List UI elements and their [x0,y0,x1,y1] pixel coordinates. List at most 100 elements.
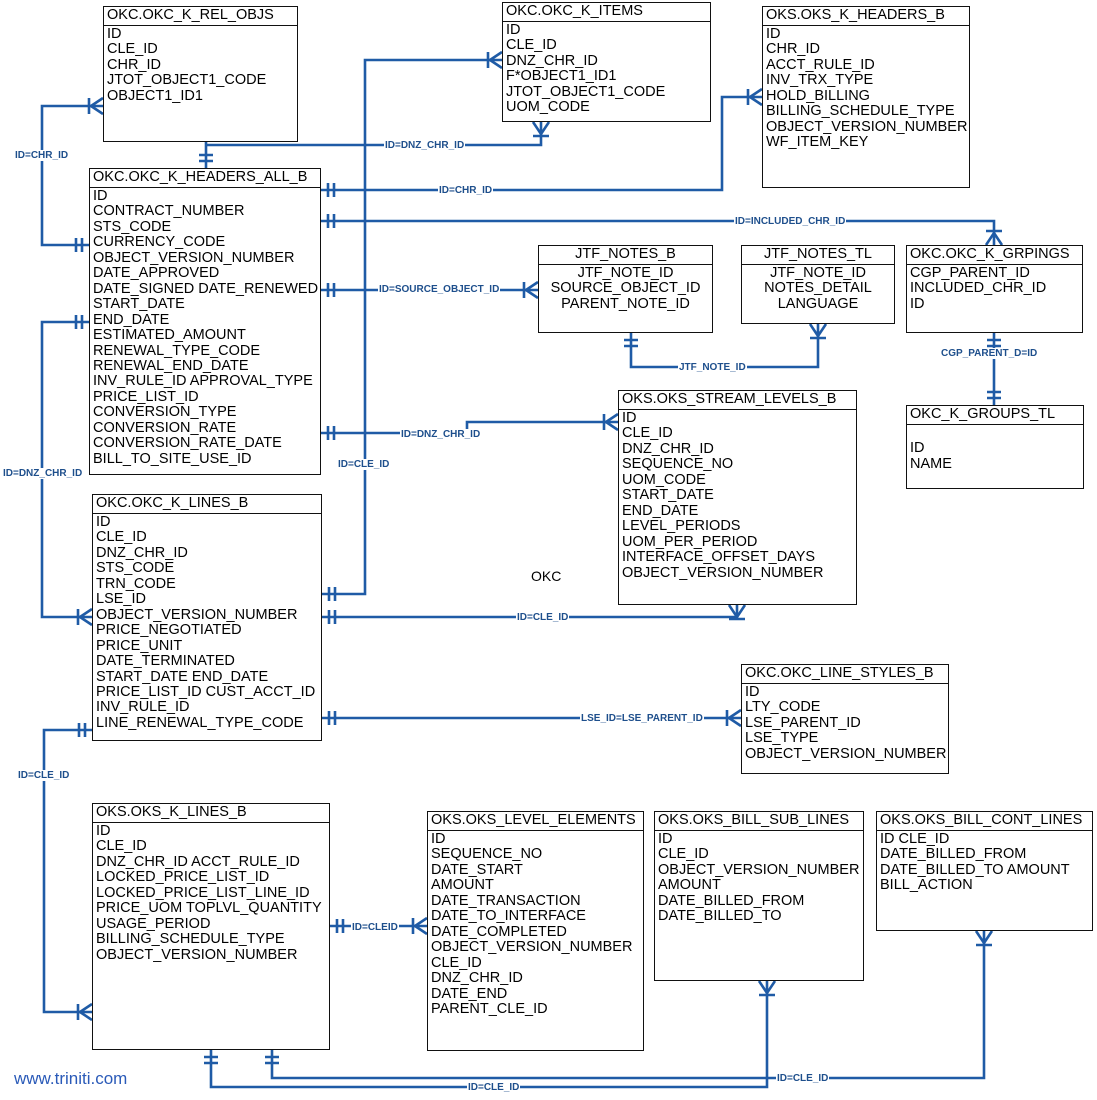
entity-field: BILL_TO_SITE_USE_ID [93,450,252,467]
entity-field: JTOT_OBJECT1_CODE [506,83,666,100]
entity-field: PRICE_UNIT [96,637,183,654]
entity-field: OBJECT1_ID1 [107,87,203,104]
relationship-line [321,420,618,435]
one-marker [327,587,337,601]
entity-field: BILLING_SCHEDULE_TYPE [96,931,285,948]
relationship-label: ID=DNZ_CHR_ID [2,468,84,479]
relationship-line [321,219,996,245]
relationship-label: ID=DNZ_CHR_ID [400,429,482,440]
entity-field: PRICE_LIST_ID CUST_ACCT_ID [96,683,316,700]
entity-field: HOLD_BILLING [766,87,870,104]
entity-field: END_DATE [622,502,699,519]
relationship-line [321,95,762,192]
relationship-label: ID=CHR_ID [438,185,494,196]
many-marker [411,916,428,936]
entity-field: PRICE_NEGOTIATED [96,622,242,639]
entity-field: SOURCE_OBJECT_ID [550,280,701,297]
entity-field: LSE_PARENT_ID [745,714,861,731]
entity-field: DNZ_CHR_ID [506,52,598,69]
entity-field: ID [766,26,781,42]
entity-title: JTF_NOTES_B [539,246,712,265]
entity-field: DATE_SIGNED DATE_RENEWED [93,280,319,297]
entity-field: ID [910,440,925,457]
entity-field: BILL_ACTION [880,877,973,894]
entity-field: CLE_ID [431,954,482,971]
relationship-label: ID=CLE_ID [17,770,71,781]
relationship-line [206,122,543,147]
entity-field: CLE_ID [107,41,158,58]
website-url[interactable]: www.triniti.com [14,1069,128,1088]
entity-field: LTY_CODE [745,699,821,716]
entity-field: INV_TRX_TYPE [766,72,874,89]
entity-field: DATE_START [431,861,523,878]
many-marker [746,87,763,107]
entity-field: NAME [910,455,952,472]
entity-field: CONVERSION_TYPE [93,404,237,421]
entity-field: NOTES_DETAIL [764,280,872,297]
entity-field: SEQUENCE_NO [431,846,543,863]
one-marker [326,283,336,297]
one-marker [204,1055,218,1065]
entity-field: UOM_CODE [506,99,590,116]
one-marker [74,315,84,329]
many-marker [808,323,828,340]
entity-field: DNZ_CHR_ID ACCT_RULE_ID [96,853,300,870]
entity-field: DATE_BILLED_TO AMOUNT [880,861,1070,878]
entity-field: BILLING_SCHEDULE_TYPE [766,103,955,120]
many-marker [531,121,551,138]
entity-field: START_DATE [93,296,185,313]
entity-field: CLE_ID [96,838,147,855]
entity-field: END_DATE [93,311,170,328]
entity-field: JTOT_OBJECT1_CODE [107,72,267,89]
entity-field: OBJECT_VERSION_NUMBER [96,946,298,963]
one-marker [624,338,638,348]
relationship-label: ID=CLE_ID [467,1082,521,1093]
entity-field: DATE_COMPLETED [431,923,567,940]
entity-field: PARENT_NOTE_ID [561,295,690,312]
relationship-label: JTF_NOTE_ID [678,362,747,373]
one-marker [326,183,336,197]
many-marker [727,604,747,621]
entity-field: DATE_TRANSACTION [431,892,581,909]
relationship-line [40,104,103,247]
entity-field: ID [506,22,521,38]
relationship-label: ID=CLE_ID [776,1073,830,1084]
entity-field: ID [745,684,760,700]
entity-field: JTF_NOTE_ID [577,265,674,281]
one-marker [327,610,337,624]
entity-title: OKS.OKS_BILL_SUB_LINES [655,812,863,831]
entity-field: INV_RULE_ID [96,699,190,716]
entity-field: DNZ_CHR_ID [431,970,523,987]
entity-field: DATE_TERMINATED [96,653,235,670]
entity-field: CONTRACT_NUMBER [93,203,245,220]
entity-field [910,426,1083,441]
one-marker [987,390,1001,400]
entity-field: OBJECT_VERSION_NUMBER [96,606,298,623]
many-marker [522,280,539,300]
entity-field: DATE_APPROVED [93,265,220,282]
entity-field: ID [622,410,637,426]
entity-field: OBJECT_VERSION_NUMBER [93,249,295,266]
entity-title: OKS.OKS_K_LINES_B [93,804,329,823]
entity-field: CURRENCY_CODE [93,234,226,251]
entity-field: PRICE_UOM TOPLVL_QUANTITY [96,900,322,917]
many-marker [76,1002,93,1022]
entity-field: ACCT_RULE_ID [766,56,875,73]
entity-field: AMOUNT [431,877,494,894]
entity-field: TRN_CODE [96,575,176,592]
one-marker [327,711,337,725]
relationship-line [322,58,502,596]
entity-field: ID CLE_ID [880,831,950,847]
entity-field: LANGUAGE [777,295,859,312]
